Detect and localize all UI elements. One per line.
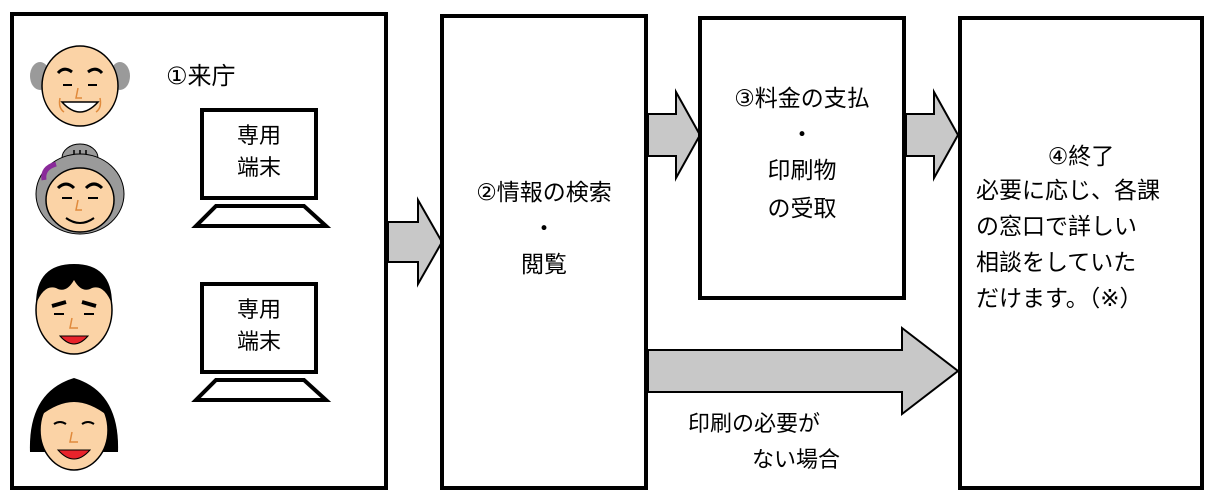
step-search-line2: ・	[532, 216, 556, 242]
step-search-line3: 閲覧	[521, 252, 567, 278]
terminal-icon	[191, 108, 332, 228]
step-end-line3: 相談をしていた	[976, 250, 1137, 276]
arrow-search-to-payment	[647, 88, 702, 182]
step-visit-label: ①来庁	[166, 62, 236, 90]
arrow-visit-to-search	[387, 196, 444, 288]
bypass-label-line2: ない場合	[752, 448, 841, 473]
step-end-line1: 必要に応じ、各課	[976, 178, 1160, 204]
arrow-payment-to-end	[905, 88, 960, 182]
terminal-label-1b: 端末	[236, 156, 281, 181]
step-search-box	[440, 14, 648, 490]
step-end-line4: だけます。（※）	[976, 286, 1143, 312]
bypass-label-line1: 印刷の必要が	[688, 412, 821, 437]
step-end-box	[958, 16, 1204, 490]
step-payment-line2: ・	[790, 122, 814, 148]
step-payment-line1: ③料金の支払	[734, 86, 870, 112]
step-payment-box	[698, 16, 906, 300]
step-end-line2: の窓口で詳しい	[976, 214, 1137, 240]
arrow-search-to-end-bypass	[647, 325, 960, 417]
terminal-label-1: 専用	[236, 124, 281, 149]
elderly-woman-icon	[35, 143, 125, 235]
terminal-icon	[191, 282, 332, 402]
elderly-man-icon	[30, 45, 130, 127]
step-search-line1: ②情報の検索	[476, 180, 612, 206]
terminal-label-2b: 端末	[236, 330, 281, 355]
step-end-title: ④終了	[1047, 144, 1115, 170]
young-man-icon	[35, 264, 113, 355]
step-payment-line4: の受取	[767, 196, 837, 222]
young-woman-icon	[29, 378, 119, 471]
terminal-label-2: 専用	[236, 298, 281, 323]
step-payment-line3: 印刷物	[767, 158, 837, 184]
